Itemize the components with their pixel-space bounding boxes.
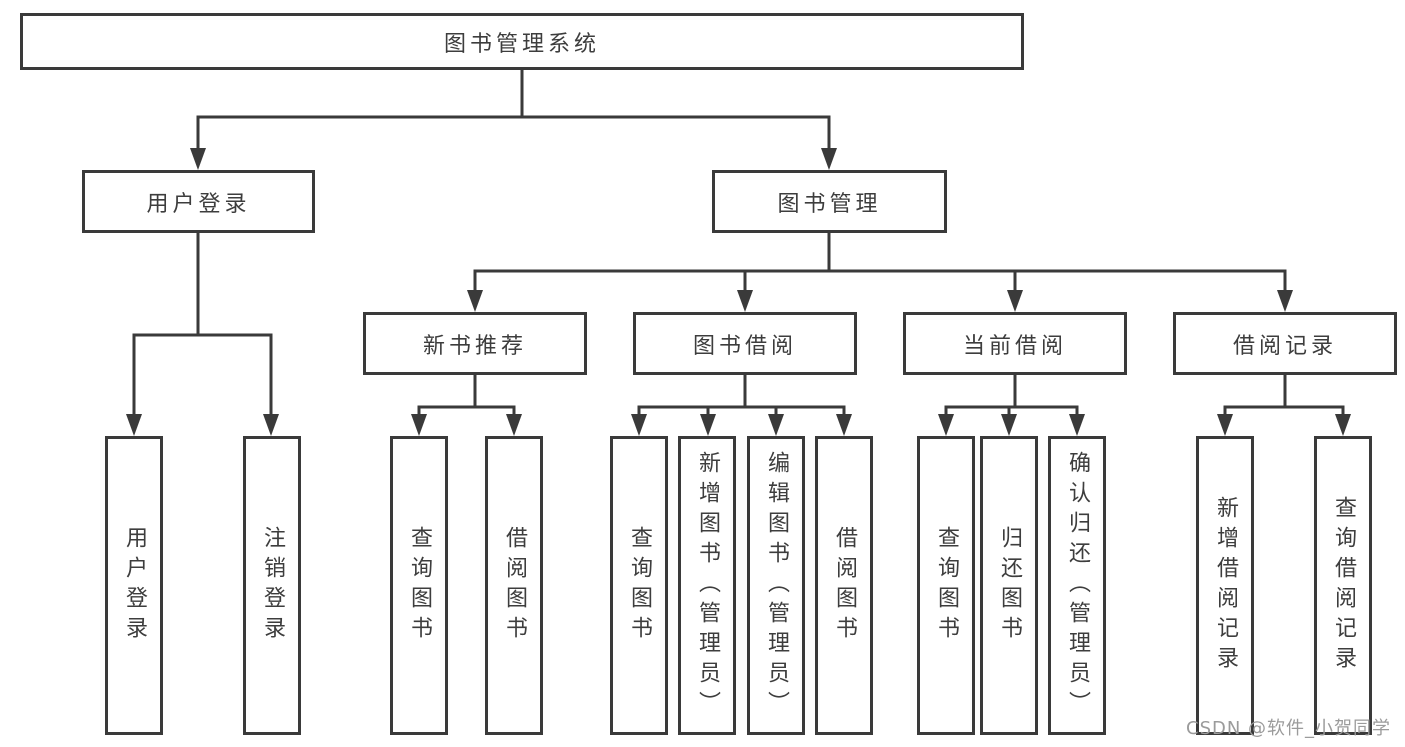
node-borrowing-records: 借阅记录	[1173, 312, 1397, 375]
node-label: 借阅记录	[1232, 333, 1337, 359]
leaf-label: 查询图书	[627, 525, 652, 646]
node-library-management-system: 图书管理系统	[20, 13, 1024, 70]
leaf-label: 注销登录	[260, 525, 285, 646]
leaf-label: 借阅图书	[502, 525, 527, 646]
node-label: 图书管理	[777, 191, 882, 217]
node-label: 图书管理系统	[443, 31, 600, 57]
leaf-query-books-recommend: 查询图书	[390, 436, 448, 735]
leaf-label: 确认归还（管理员）	[1065, 450, 1090, 721]
leaf-label: 查询图书	[407, 525, 432, 646]
leaf-label: 新增图书（管理员）	[695, 450, 720, 721]
leaf-query-books-current: 查询图书	[917, 436, 975, 735]
leaf-label: 归还图书	[997, 525, 1022, 646]
node-label: 新书推荐	[422, 333, 527, 359]
node-label: 用户登录	[146, 191, 251, 217]
leaf-borrow-books-borrowing: 借阅图书	[815, 436, 873, 735]
leaf-confirm-return-admin: 确认归还（管理员）	[1048, 436, 1106, 735]
leaf-return-books: 归还图书	[980, 436, 1038, 735]
leaf-add-books-admin: 新增图书（管理员）	[678, 436, 736, 735]
csdn-watermark: CSDN @软件_小贺同学	[1186, 718, 1392, 739]
leaf-query-borrow-record: 查询借阅记录	[1314, 436, 1372, 735]
node-current-borrowing: 当前借阅	[903, 312, 1127, 375]
leaf-edit-books-admin: 编辑图书（管理员）	[747, 436, 805, 735]
node-label: 当前借阅	[962, 333, 1067, 359]
node-label: 图书借阅	[692, 333, 797, 359]
leaf-label: 查询图书	[934, 525, 959, 646]
leaf-user-login: 用户登录	[105, 436, 163, 735]
leaf-label: 用户登录	[122, 525, 147, 646]
leaf-label: 编辑图书（管理员）	[764, 450, 789, 721]
leaf-label: 查询借阅记录	[1331, 495, 1356, 676]
node-new-book-recommendation: 新书推荐	[363, 312, 587, 375]
node-book-management: 图书管理	[712, 170, 947, 233]
leaf-label: 借阅图书	[832, 525, 857, 646]
arrowhead-icons	[126, 148, 1351, 436]
leaf-logout: 注销登录	[243, 436, 301, 735]
leaf-query-books-borrowing: 查询图书	[610, 436, 668, 735]
leaf-borrow-books-recommend: 借阅图书	[485, 436, 543, 735]
node-user-login: 用户登录	[82, 170, 315, 233]
leaf-label: 新增借阅记录	[1213, 495, 1238, 676]
leaf-add-borrow-record: 新增借阅记录	[1196, 436, 1254, 735]
node-book-borrowing: 图书借阅	[633, 312, 857, 375]
